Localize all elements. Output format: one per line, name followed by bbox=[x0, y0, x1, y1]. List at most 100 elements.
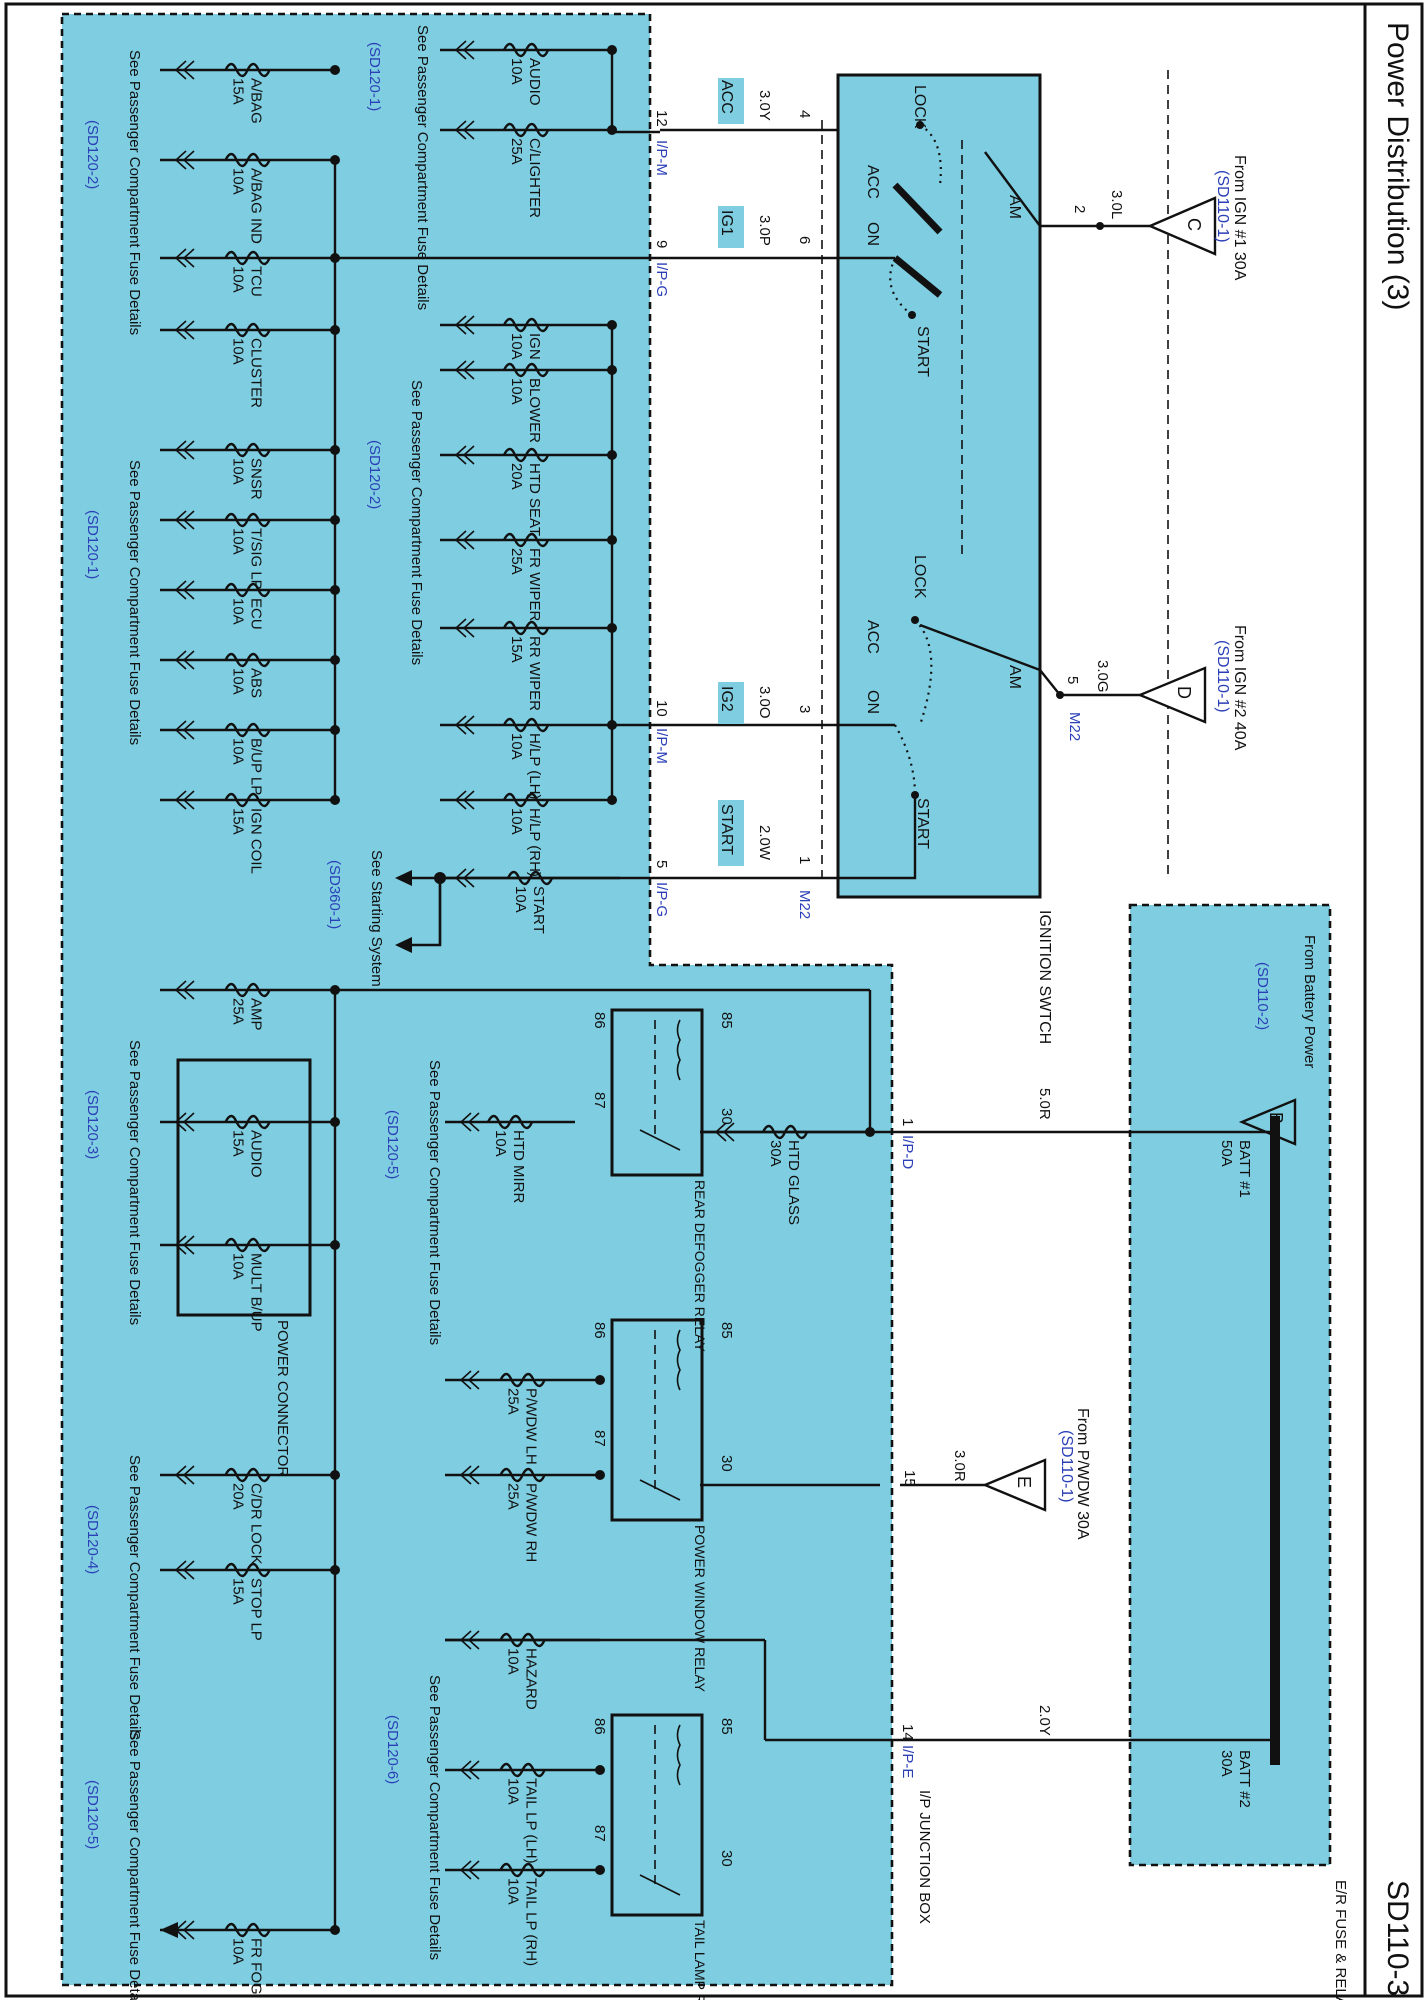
switch-label-lock-1: LOCK bbox=[911, 85, 928, 129]
ref-1-code: (SD120-1) bbox=[366, 42, 383, 111]
ref-2-text: See Passenger Compartment Fuse Details bbox=[126, 50, 143, 335]
batt-line-2-jpin: 14 bbox=[899, 1724, 916, 1741]
fuse-ig1-0-name: A/BAG bbox=[248, 78, 265, 124]
fuse-hazard-rating: 10A bbox=[505, 1648, 522, 1675]
fuse-batt-3-rating: 20A bbox=[230, 1483, 247, 1510]
source-d-ref: (SD110-1) bbox=[1214, 640, 1231, 713]
source-d-wire: 3.0G bbox=[1094, 660, 1111, 693]
output-start: START 2.0W 1 M22 5 I/P-G bbox=[653, 795, 917, 919]
page-title: Power Distribution (3) bbox=[1381, 22, 1414, 310]
fuse-ig2-4-name: RR WIPER bbox=[526, 636, 543, 711]
fuse-ig2-2-rating: 20A bbox=[508, 463, 525, 490]
fuse-acc-1-name: C/LIGHTER bbox=[526, 138, 543, 218]
source-e-pin: 15 bbox=[901, 1470, 918, 1487]
ref-block-3: See Passenger Compartment Fuse Details (… bbox=[366, 380, 425, 665]
source-c-pin: 2 bbox=[1071, 205, 1088, 213]
relay-1-pin-85: 85 bbox=[718, 1012, 735, 1029]
ref-block-5: See Passenger Compartment Fuse Details (… bbox=[384, 1060, 443, 1345]
batt-line-1: 5.0R 1 I/P-D BATT #1 50A bbox=[880, 1088, 1275, 1198]
fuse-ig2-6-name: H/LP (RH) bbox=[526, 808, 543, 877]
relay-2-pin-85: 85 bbox=[718, 1322, 735, 1339]
relay-tail-lamp: 85 86 87 30 TAIL LAMP RELAY bbox=[591, 1713, 735, 2000]
source-e-ref: (SD110-1) bbox=[1058, 1430, 1075, 1503]
relay-rear-defogger: 85 86 87 30 REAR DEFOGGER RELAY bbox=[591, 1008, 735, 1352]
fuse-ig1-6-name: ECU bbox=[248, 598, 265, 630]
fuse-ig2-6-rating: 10A bbox=[508, 808, 525, 835]
source-c: C From IGN #1 30A (SD110-1) 3.0L 2 bbox=[1071, 155, 1248, 281]
ref-start-code: (SD360-1) bbox=[326, 860, 343, 929]
output-start-jpin: 5 bbox=[653, 860, 670, 868]
ref-8-code: (SD120-6) bbox=[384, 1715, 401, 1784]
er-fuse-batt1-name: BATT #1 bbox=[1236, 1140, 1253, 1198]
fuse-htd-glass-name: HTD GLASS bbox=[785, 1140, 802, 1225]
fuse-pwdw-1-rating: 25A bbox=[505, 1483, 522, 1510]
fuse-ig1-4-name: SNSR bbox=[248, 458, 265, 500]
fuse-ig1-7-rating: 10A bbox=[230, 668, 247, 695]
source-d-from: From IGN #2 40A bbox=[1231, 625, 1248, 751]
fuse-ig2-1-name: BLOWER bbox=[526, 378, 543, 443]
output-start-jconn: I/P-G bbox=[653, 882, 670, 917]
output-ig2-jpin: 10 bbox=[653, 700, 670, 717]
fuse-pwdw-1-name: P/WDW RH bbox=[523, 1483, 540, 1562]
fuse-ig2-5: H/LP (LH)10A bbox=[440, 715, 617, 799]
ref-9-code: (SD120-5) bbox=[84, 1780, 101, 1849]
ref-5-text: See Passenger Compartment Fuse Details bbox=[426, 1060, 443, 1345]
start-branch bbox=[395, 870, 446, 953]
switch-label-am-1: AM bbox=[1006, 195, 1023, 219]
output-ig2: IG2 3.0O 3 10 I/P-M bbox=[653, 682, 895, 764]
output-acc-jpin: 12 bbox=[653, 110, 670, 127]
source-e: E From P/WDW 30A (SD110-1) 3.0R 15 bbox=[900, 1408, 1091, 1540]
er-fuse-batt2-name: BATT #2 bbox=[1236, 1750, 1253, 1808]
ref-4-code: (SD120-1) bbox=[84, 510, 101, 579]
fuse-ig2-1-rating: 10A bbox=[508, 378, 525, 405]
output-ig2-name: IG2 bbox=[718, 686, 735, 712]
er-box-label: E/R FUSE & RELAY BOX bbox=[1332, 1880, 1349, 2000]
fuse-ig1-5-name: T/SIG LP bbox=[248, 528, 265, 590]
ref-5-code: (SD120-5) bbox=[384, 1110, 401, 1179]
ref-block-7: See Passenger Compartment Fuse Details (… bbox=[84, 1455, 143, 1740]
output-ig1: IG1 3.0P 6 9 I/P-G bbox=[653, 206, 895, 297]
fuse-ig1-9-rating: 15A bbox=[230, 808, 247, 835]
fuse-batt-2-name: MULT B/UP bbox=[248, 1253, 265, 1332]
ref-block-2: See Passenger Compartment Fuse Details (… bbox=[84, 50, 143, 335]
output-ig1-jconn: I/P-G bbox=[653, 262, 670, 297]
output-ig1-jpin: 9 bbox=[653, 240, 670, 248]
batt-line-1-jpin: 1 bbox=[899, 1118, 916, 1126]
ref-1-text: See Passenger Compartment Fuse Details bbox=[414, 25, 431, 310]
ref-block-9: See Passenger Compartment Fuse Details (… bbox=[84, 1730, 143, 2000]
output-start-connector: M22 bbox=[796, 890, 813, 919]
source-d-pin: 5 bbox=[1064, 676, 1081, 684]
fuse-tail-1-rating: 10A bbox=[505, 1878, 522, 1905]
fuse-ig2-6: H/LP (RH)10A bbox=[440, 790, 617, 877]
source-b-from: From Battery Power bbox=[1301, 935, 1318, 1068]
jbox-label: I/P JUNCTION BOX bbox=[916, 1790, 933, 1924]
relay-2-pin-87: 87 bbox=[591, 1430, 608, 1447]
source-e-letter: E bbox=[1014, 1476, 1034, 1488]
fuse-ig1-7-name: ABS bbox=[248, 668, 265, 698]
fuse-pwdw-0-rating: 25A bbox=[505, 1388, 522, 1415]
source-b-letter: B bbox=[1266, 1112, 1286, 1124]
fuse-ig1-8-rating: 10A bbox=[230, 738, 247, 765]
fuse-batt-0-name: AMP bbox=[248, 998, 265, 1031]
ref-block-6: See Passenger Compartment Fuse Details (… bbox=[84, 1040, 143, 1325]
er-fuse-batt1-rating: 50A bbox=[1218, 1140, 1235, 1167]
source-c-wire: 3.0L bbox=[1108, 190, 1125, 219]
source-c-from: From IGN #1 30A bbox=[1231, 155, 1248, 281]
relay-2-pin-86: 86 bbox=[591, 1322, 608, 1339]
ref-7-text: See Passenger Compartment Fuse Details bbox=[126, 1455, 143, 1740]
fuse-ig1-3-rating: 10A bbox=[230, 338, 247, 365]
fuse-batt-5-rating: 10A bbox=[230, 1938, 247, 1965]
ref-3-code: (SD120-2) bbox=[366, 440, 383, 509]
fuse-ig2-5-name: H/LP (LH) bbox=[526, 733, 543, 799]
power-connector-label: POWER CONNECTOR bbox=[274, 1320, 291, 1477]
